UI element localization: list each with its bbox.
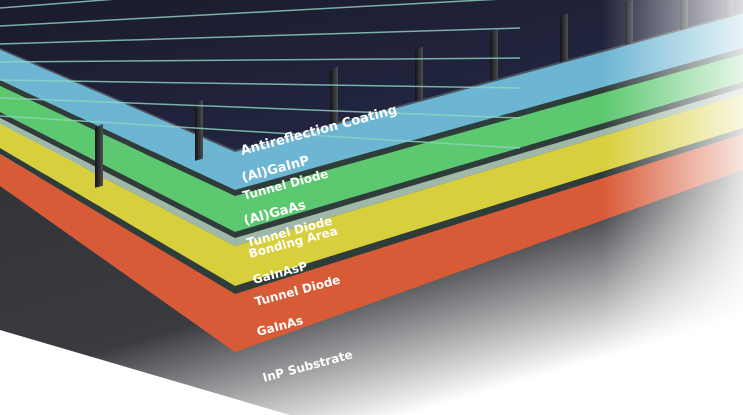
layer-stack <box>0 10 743 352</box>
layer-band-8 <box>0 134 743 352</box>
grid-finger <box>195 99 203 161</box>
edge-fade <box>430 0 743 415</box>
grid-finger <box>415 46 423 102</box>
layer-band-6 <box>0 94 743 286</box>
contact-line <box>0 0 114 9</box>
layer-band-3 <box>0 54 743 232</box>
layer-band-1 <box>0 14 743 190</box>
grid-finger <box>330 66 338 125</box>
grid-finger <box>95 123 103 188</box>
